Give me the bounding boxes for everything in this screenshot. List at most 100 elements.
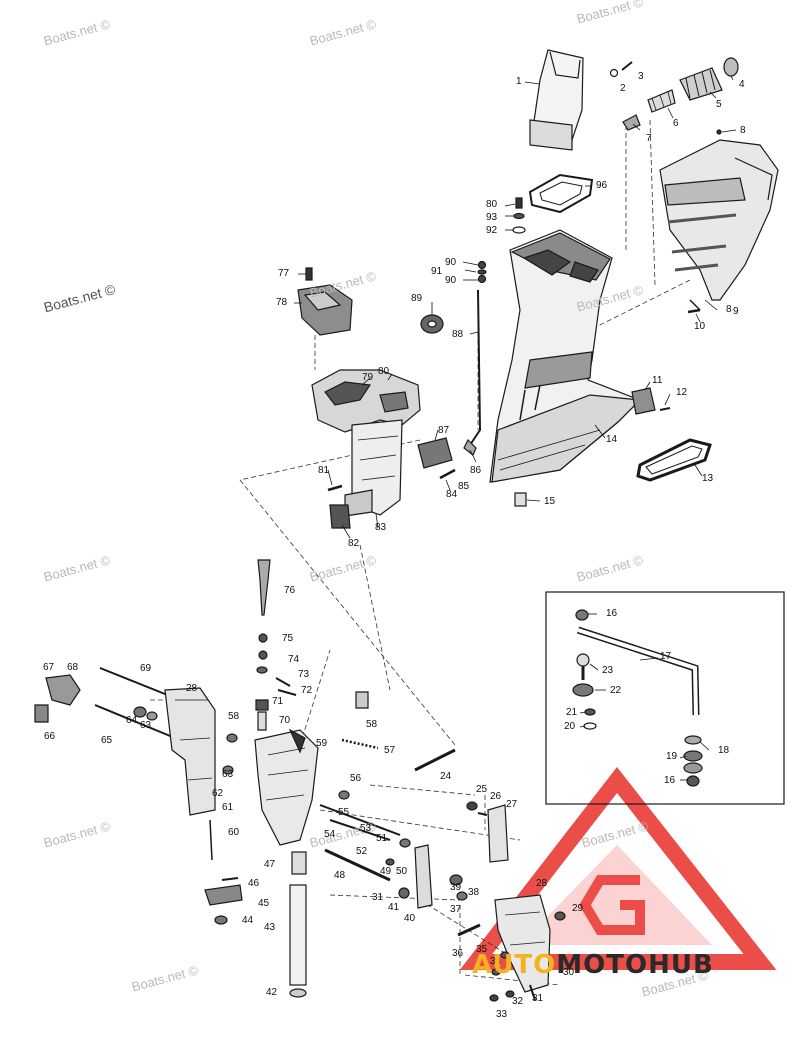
callout-label: 54	[324, 829, 336, 840]
callout-leaders	[294, 75, 737, 781]
callout-label: 23	[602, 665, 614, 676]
callout-label: 58	[366, 719, 378, 730]
callout-label: 66	[44, 731, 56, 742]
callout-label: 61	[222, 802, 234, 813]
callout-label: 77	[278, 268, 290, 279]
callout-label: 34	[490, 956, 502, 967]
callout-label: 16	[664, 775, 676, 786]
callout-label: 72	[301, 685, 313, 696]
callout-label: 19	[666, 751, 678, 762]
callout-label: 33	[496, 1009, 508, 1020]
callout-label: 45	[258, 898, 270, 909]
callout-label: 86	[470, 465, 482, 476]
callout-label: 59	[316, 738, 328, 749]
callout-label: 5	[716, 99, 722, 110]
callout-label: 11	[652, 375, 663, 386]
callout-label: 30	[563, 967, 575, 978]
callout-label: 73	[298, 669, 310, 680]
callout-label: 17	[660, 651, 672, 662]
callout-label: 63	[222, 769, 234, 780]
callout-label: 64	[126, 715, 138, 726]
callout-label: 8	[726, 304, 732, 315]
callout-label: 84	[446, 489, 458, 500]
callout-label: 90	[445, 257, 457, 268]
callout-label: 92	[486, 225, 498, 236]
upper-housing-group	[297, 49, 779, 529]
callout-label: 43	[264, 922, 276, 933]
callout-label: 50	[396, 866, 408, 877]
callout-label: 21	[566, 707, 578, 718]
callout-label: 69	[140, 663, 152, 674]
callout-label: 42	[266, 987, 278, 998]
callout-label: 53	[360, 823, 372, 834]
callout-label: 87	[438, 425, 450, 436]
callout-label: 4	[739, 79, 745, 90]
logo-text-hub: HUB	[648, 950, 714, 980]
callout-label: 39	[450, 882, 462, 893]
callout-label: 35	[476, 944, 488, 955]
callout-label: 20	[564, 721, 576, 732]
callout-label: 75	[282, 633, 294, 644]
callout-label: 7	[646, 133, 652, 144]
callout-label: 3	[638, 71, 644, 82]
callout-label: 26	[490, 791, 502, 802]
callout-label: 48	[334, 870, 346, 881]
automotohub-logo: AUTOMOTOHUB	[472, 950, 714, 980]
callout-label: 10	[694, 321, 706, 332]
logo-text-auto: AUTO	[472, 950, 557, 980]
callout-label: 79	[362, 372, 374, 383]
callout-label: 31	[372, 892, 384, 903]
callout-label: 68	[67, 662, 79, 673]
callout-label: 93	[486, 212, 498, 223]
callout-label: 38	[468, 887, 480, 898]
callout-label: 1	[516, 76, 522, 87]
callout-label: 46	[248, 878, 260, 889]
callout-label: 16	[606, 608, 618, 619]
callout-label: 82	[348, 538, 360, 549]
callout-label: 6	[673, 118, 679, 129]
callout-label: 96	[596, 180, 608, 191]
callout-label: 74	[288, 654, 300, 665]
callout-label: 51	[376, 833, 388, 844]
callout-label: 28	[536, 878, 548, 889]
callout-label: 2	[620, 83, 626, 94]
callout-label: 8	[740, 125, 746, 136]
callout-label: 67	[43, 662, 55, 673]
callout-label: 56	[350, 773, 362, 784]
lower-bracket-group	[34, 559, 566, 1002]
callout-label: 89	[411, 293, 423, 304]
callout-label: 31	[532, 993, 544, 1004]
callout-label: 24	[440, 771, 452, 782]
callout-label: 57	[384, 745, 396, 756]
callout-label: 47	[264, 859, 276, 870]
callout-label: 81	[318, 465, 330, 476]
callout-label: 14	[606, 434, 618, 445]
callout-label: 41	[388, 902, 400, 913]
callout-label: 18	[718, 745, 730, 756]
callout-label: 62	[212, 788, 224, 799]
callout-label: 37	[450, 904, 462, 915]
logo-text-moto: MOTO	[556, 950, 649, 980]
callout-label: 25	[476, 784, 488, 795]
callout-label: 90	[445, 275, 457, 286]
leader-lines	[150, 119, 691, 986]
callout-label: 44	[242, 915, 254, 926]
callout-label: 91	[431, 266, 443, 277]
callout-label: 40	[404, 913, 416, 924]
callout-label: 88	[452, 329, 464, 340]
callout-label: 22	[610, 685, 622, 696]
callout-label: 52	[356, 846, 368, 857]
callout-label: 28	[186, 683, 198, 694]
callout-label: 80	[486, 199, 498, 210]
callout-label: 58	[228, 711, 240, 722]
callout-label: 27	[506, 799, 518, 810]
callout-label: 9	[733, 306, 739, 317]
callout-label: 65	[101, 735, 113, 746]
callout-label: 36	[452, 948, 464, 959]
callout-label: 13	[702, 473, 714, 484]
callout-label: 29	[572, 903, 584, 914]
callout-label: 71	[272, 696, 284, 707]
callout-label: 32	[512, 996, 524, 1007]
